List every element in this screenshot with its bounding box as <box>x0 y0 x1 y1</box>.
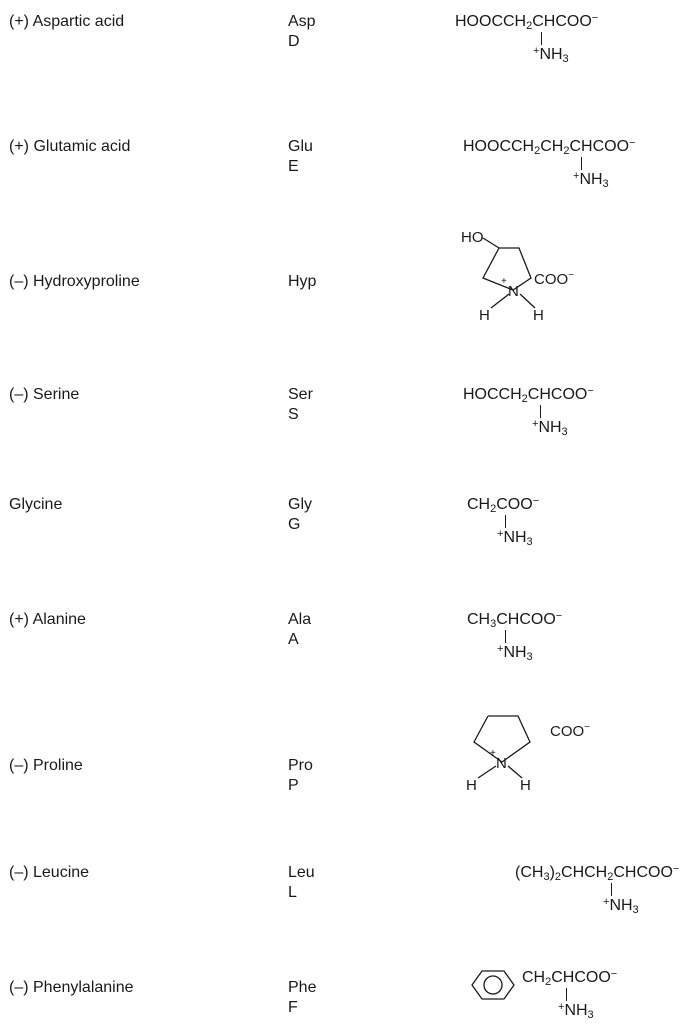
amino-acid-abbreviation: Ser S <box>288 385 313 425</box>
amino-acid-abbreviation: Leu L <box>288 863 315 903</box>
amine-group: +NH3 <box>558 1001 594 1021</box>
one-letter-code: A <box>288 631 299 648</box>
structural-formula: HOOCCH2CH2CHCOO− +NH3 <box>463 137 636 190</box>
three-letter-code: Hyp <box>288 273 317 290</box>
structural-formula: CH3CHCOO− +NH3 <box>467 610 563 663</box>
amino-acid-name: (–) Proline <box>9 757 83 774</box>
formula-chain: HOCCH2CHCOO− <box>463 385 594 405</box>
amino-acid-name: (–) Phenylalanine <box>9 979 134 996</box>
one-letter-code: E <box>288 158 299 175</box>
amine-bond <box>611 883 612 896</box>
amino-acid-name: (–) Leucine <box>9 864 90 881</box>
svg-text:+: + <box>501 276 507 287</box>
three-letter-code: Ser <box>288 386 313 403</box>
carboxylate-label: COO− <box>534 270 574 288</box>
structural-formula: CH2COO− +NH3 <box>467 495 540 548</box>
one-letter-code: L <box>288 884 297 901</box>
hydrogen-left: H <box>479 307 490 324</box>
amine-group: +NH3 <box>603 896 639 916</box>
three-letter-code: Phe <box>288 979 317 996</box>
amino-acid-name: (+) Alanine <box>9 611 86 628</box>
amino-acid-abbreviation: Ala A <box>288 610 311 650</box>
amine-bond <box>505 630 506 643</box>
hydroxyproline-ring-structure: HO + N H H COO− <box>461 229 574 324</box>
amine-group: +NH3 <box>532 418 568 438</box>
formula-chain: CH3CHCOO− <box>467 610 563 630</box>
three-letter-code: Ala <box>288 611 312 628</box>
hydrogen-right: H <box>520 777 531 794</box>
formula-chain: HOOCCH2CHCOO− <box>455 12 599 32</box>
amino-acid-abbreviation: Glu E <box>288 137 313 177</box>
benzene-ring-icon <box>471 970 515 1000</box>
formula-chain: HOOCCH2CH2CHCOO− <box>463 137 636 157</box>
amine-group: +NH3 <box>497 528 533 548</box>
carboxylate-label: COO− <box>550 722 590 740</box>
amino-acid-abbreviation: Pro P <box>288 756 313 796</box>
three-letter-code: Leu <box>288 864 315 881</box>
amino-acid-name: (+) Glutamic acid <box>9 138 131 155</box>
ring-nitrogen: N <box>496 755 507 772</box>
structural-formula: CH2CHCOO− +NH3 <box>522 968 618 1021</box>
three-letter-code: Glu <box>288 138 313 155</box>
formula-chain: CH2CHCOO− <box>522 968 618 988</box>
amine-group: +NH3 <box>573 170 609 190</box>
amino-acid-abbreviation: Gly G <box>288 495 312 535</box>
ring-nitrogen: N <box>508 283 519 300</box>
three-letter-code: Gly <box>288 496 312 513</box>
amino-acid-name: (–) Hydroxyproline <box>9 273 140 290</box>
hydrogen-right: H <box>533 307 544 324</box>
one-letter-code: G <box>288 516 301 533</box>
amine-group: +NH3 <box>533 45 569 65</box>
formula-chain: CH2COO− <box>467 495 540 515</box>
one-letter-code: D <box>288 33 300 50</box>
three-letter-code: Pro <box>288 757 313 774</box>
amine-bond <box>505 515 506 528</box>
amino-acid-name: (–) Serine <box>9 386 80 403</box>
amine-bond <box>581 157 582 170</box>
structural-formula: HOOCCH2CHCOO− +NH3 <box>455 12 599 65</box>
three-letter-code: Asp <box>288 13 316 30</box>
hydrogen-left: H <box>466 777 477 794</box>
amine-bond <box>541 32 542 45</box>
amine-group: +NH3 <box>497 643 533 663</box>
amino-acid-abbreviation: Asp D <box>288 12 316 52</box>
amino-acid-name: (+) Aspartic acid <box>9 13 125 30</box>
one-letter-code: P <box>288 777 299 794</box>
amine-bond <box>566 988 567 1001</box>
svg-text:+: + <box>490 748 496 759</box>
amino-acid-abbreviation: Phe F <box>288 978 316 1018</box>
amine-bond <box>540 405 541 418</box>
formula-chain: (CH3)2CHCH2CHCOO− <box>515 863 680 883</box>
hydroxyl-label: HO <box>461 229 484 246</box>
structural-formula: (CH3)2CHCH2CHCOO− +NH3 <box>515 863 680 916</box>
amino-acid-name: Glycine <box>9 496 63 513</box>
one-letter-code: F <box>288 999 298 1016</box>
amino-acid-abbreviation: Hyp <box>288 272 316 292</box>
one-letter-code: S <box>288 406 299 423</box>
proline-ring-structure: + N H H COO− <box>466 715 590 794</box>
structural-formula: HOCCH2CHCOO− +NH3 <box>463 385 594 438</box>
